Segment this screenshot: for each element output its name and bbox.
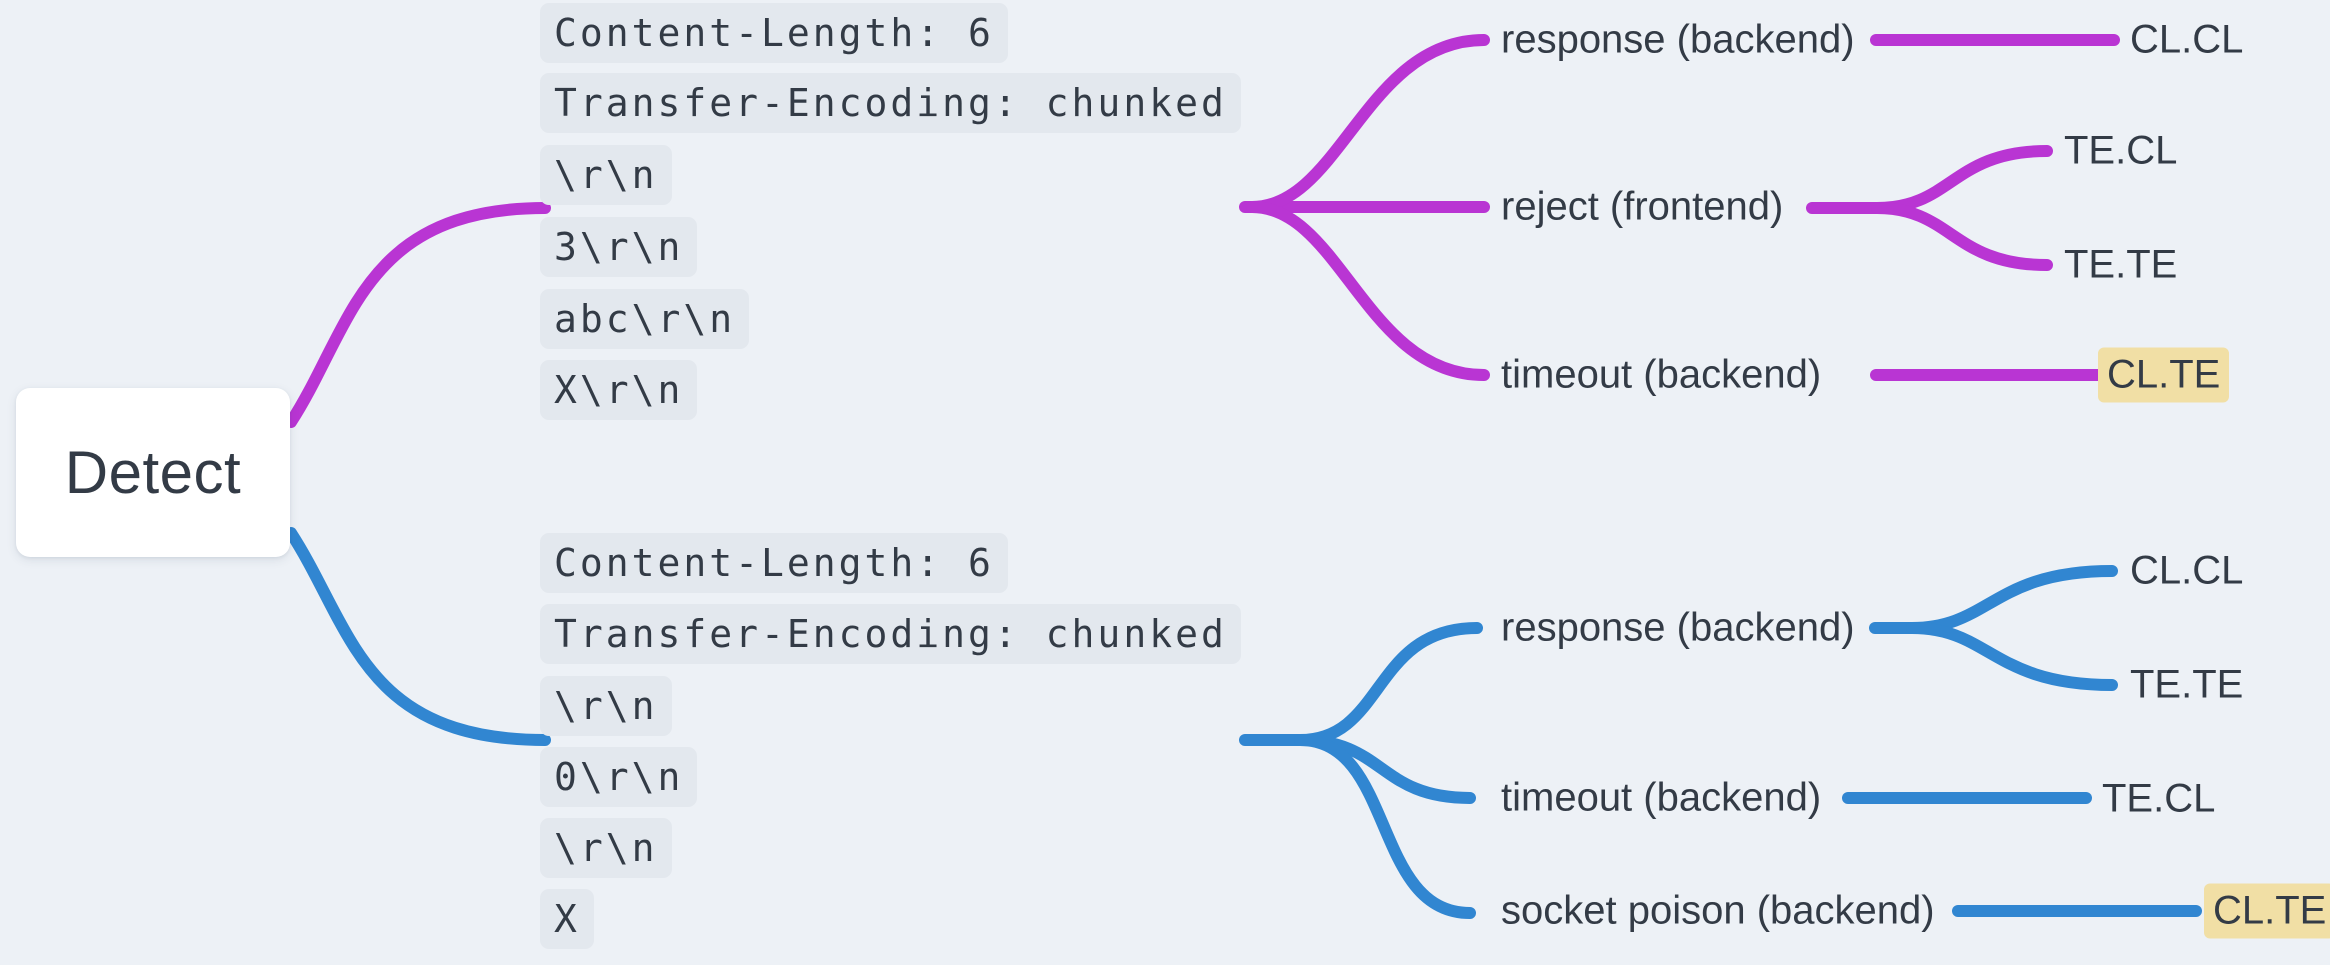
edge-bottom-junction-to-response: [1294, 622, 1483, 746]
request-line-pill: \r\n: [540, 676, 672, 736]
edge-bottom-response-to-clcl: [1906, 565, 2118, 634]
request-line-pill: \r\n: [540, 145, 672, 205]
bottom-branch-edges: [285, 527, 2202, 919]
result-clcl-top: CL.CL: [2130, 17, 2244, 62]
edge-detect-to-bottom-request: [285, 527, 551, 746]
request-line-pill: Content-Length: 6: [540, 533, 1008, 593]
outcome-timeout-backend-top: timeout (backend): [1501, 352, 1822, 397]
request-line-pill: 0\r\n: [540, 747, 698, 807]
request-line-pill: 3\r\n: [540, 217, 698, 277]
result-clte-highlighted-top: CL.TE: [2098, 347, 2230, 403]
request-line-pill: Content-Length: 6: [540, 3, 1008, 63]
result-tecl-top: TE.CL: [2064, 128, 2178, 173]
edge-reject-to-tecl: [1871, 145, 2053, 214]
result-tecl-bottom: TE.CL: [2102, 776, 2216, 821]
outcome-reject-frontend: reject (frontend): [1501, 184, 1784, 229]
top-branch-edges: [285, 34, 2120, 428]
edge-detect-to-top-request: [285, 202, 551, 428]
result-clcl-bottom: CL.CL: [2130, 548, 2244, 593]
edge-reject-to-tete: [1871, 202, 2053, 271]
request-line-pill: Transfer-Encoding: chunked: [540, 604, 1241, 664]
request-line-pill: abc\r\n: [540, 289, 750, 349]
outcome-socket-poison-backend: socket poison (backend): [1501, 888, 1935, 933]
root-node-detect: Detect: [16, 388, 290, 557]
outcome-timeout-backend-bottom: timeout (backend): [1501, 775, 1822, 820]
outcome-response-backend-bottom: response (backend): [1501, 605, 1855, 650]
edge-bottom-junction-to-socket-poison: [1294, 734, 1476, 919]
request-line-pill: \r\n: [540, 818, 672, 878]
edge-top-junction-to-timeout: [1246, 201, 1490, 381]
request-line-pill: Transfer-Encoding: chunked: [540, 73, 1241, 133]
result-tete-bottom: TE.TE: [2130, 662, 2244, 707]
request-line-pill: X: [540, 889, 594, 949]
result-clte-highlighted-bottom: CL.TE: [2204, 883, 2330, 939]
result-tete-top: TE.TE: [2064, 242, 2178, 287]
edge-top-junction-to-response: [1246, 34, 1490, 213]
outcome-response-backend-top: response (backend): [1501, 17, 1855, 62]
request-line-pill: X\r\n: [540, 360, 698, 420]
edge-bottom-response-to-tete: [1906, 622, 2118, 691]
root-node-label: Detect: [64, 439, 242, 506]
